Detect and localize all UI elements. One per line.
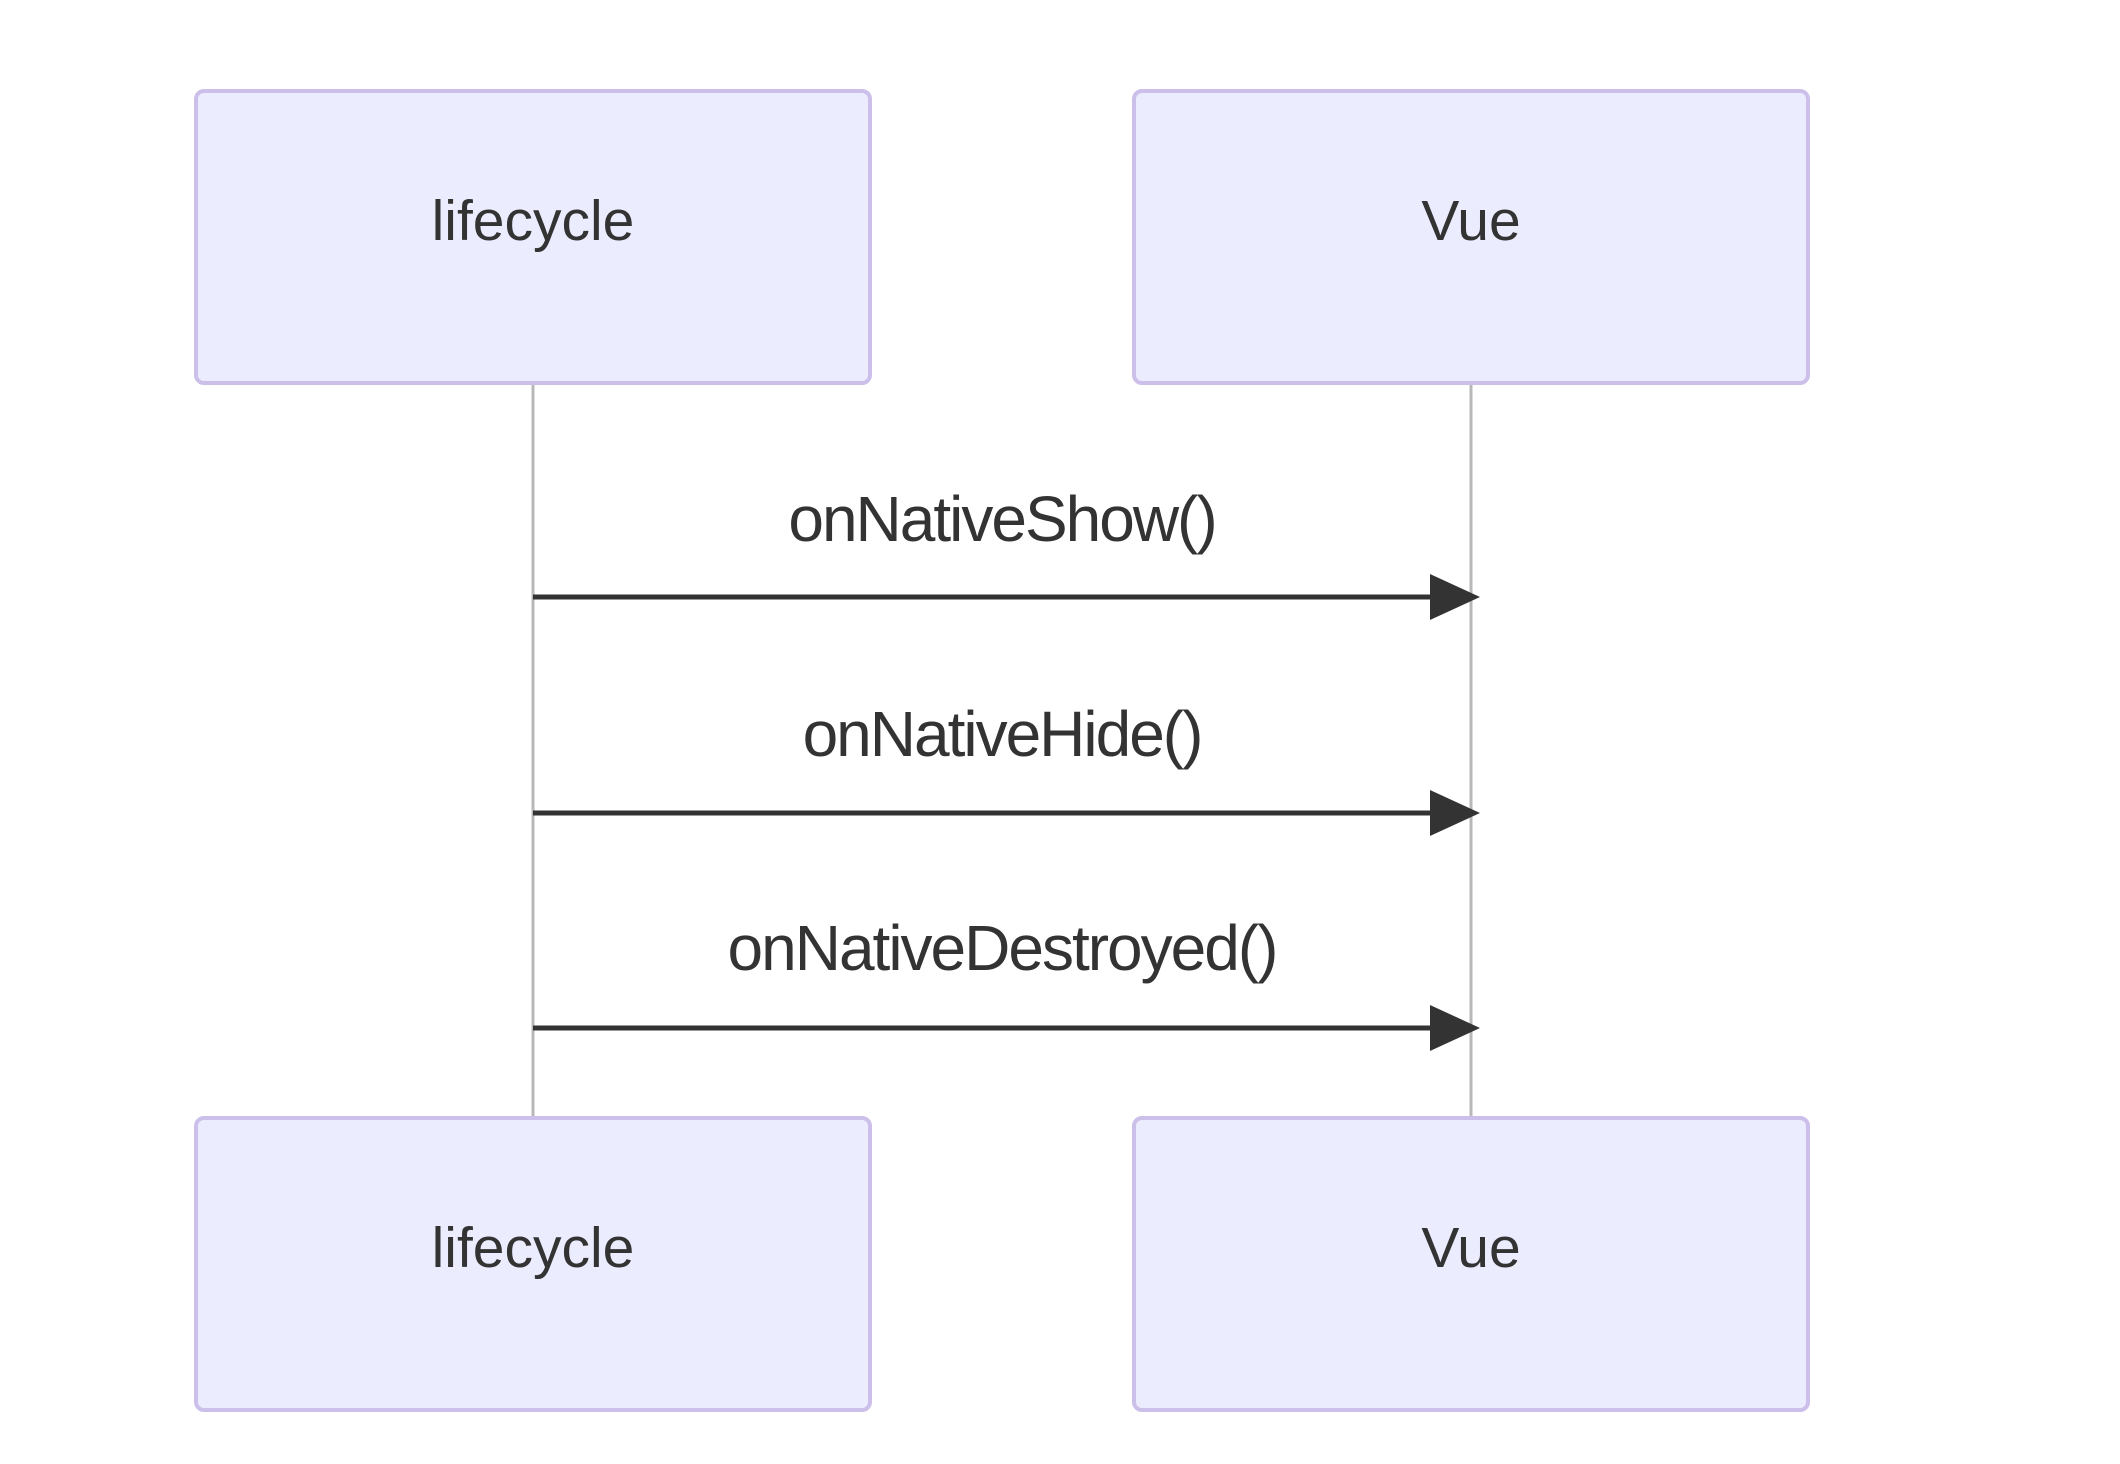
actor-label: Vue	[1421, 189, 1520, 253]
actor-label: lifecycle	[432, 1216, 635, 1280]
message-label: onNativeDestroyed()	[728, 912, 1277, 984]
actor-label: Vue	[1421, 1216, 1520, 1280]
message-1: onNativeShow()	[533, 483, 1480, 620]
actor-bottom-lifecycle: lifecycle	[194, 1116, 872, 1412]
arrowhead-icon	[1430, 790, 1480, 836]
actor-top-lifecycle: lifecycle	[194, 89, 872, 385]
actor-label: lifecycle	[432, 189, 635, 253]
message-label: onNativeHide()	[803, 698, 1202, 770]
arrowhead-icon	[1430, 1005, 1480, 1051]
actor-top-vue: Vue	[1132, 89, 1810, 385]
message-2: onNativeHide()	[533, 698, 1480, 836]
actor-bottom-vue: Vue	[1132, 1116, 1810, 1412]
message-label: onNativeShow()	[788, 483, 1215, 555]
message-3: onNativeDestroyed()	[533, 912, 1480, 1051]
arrowhead-icon	[1430, 574, 1480, 620]
